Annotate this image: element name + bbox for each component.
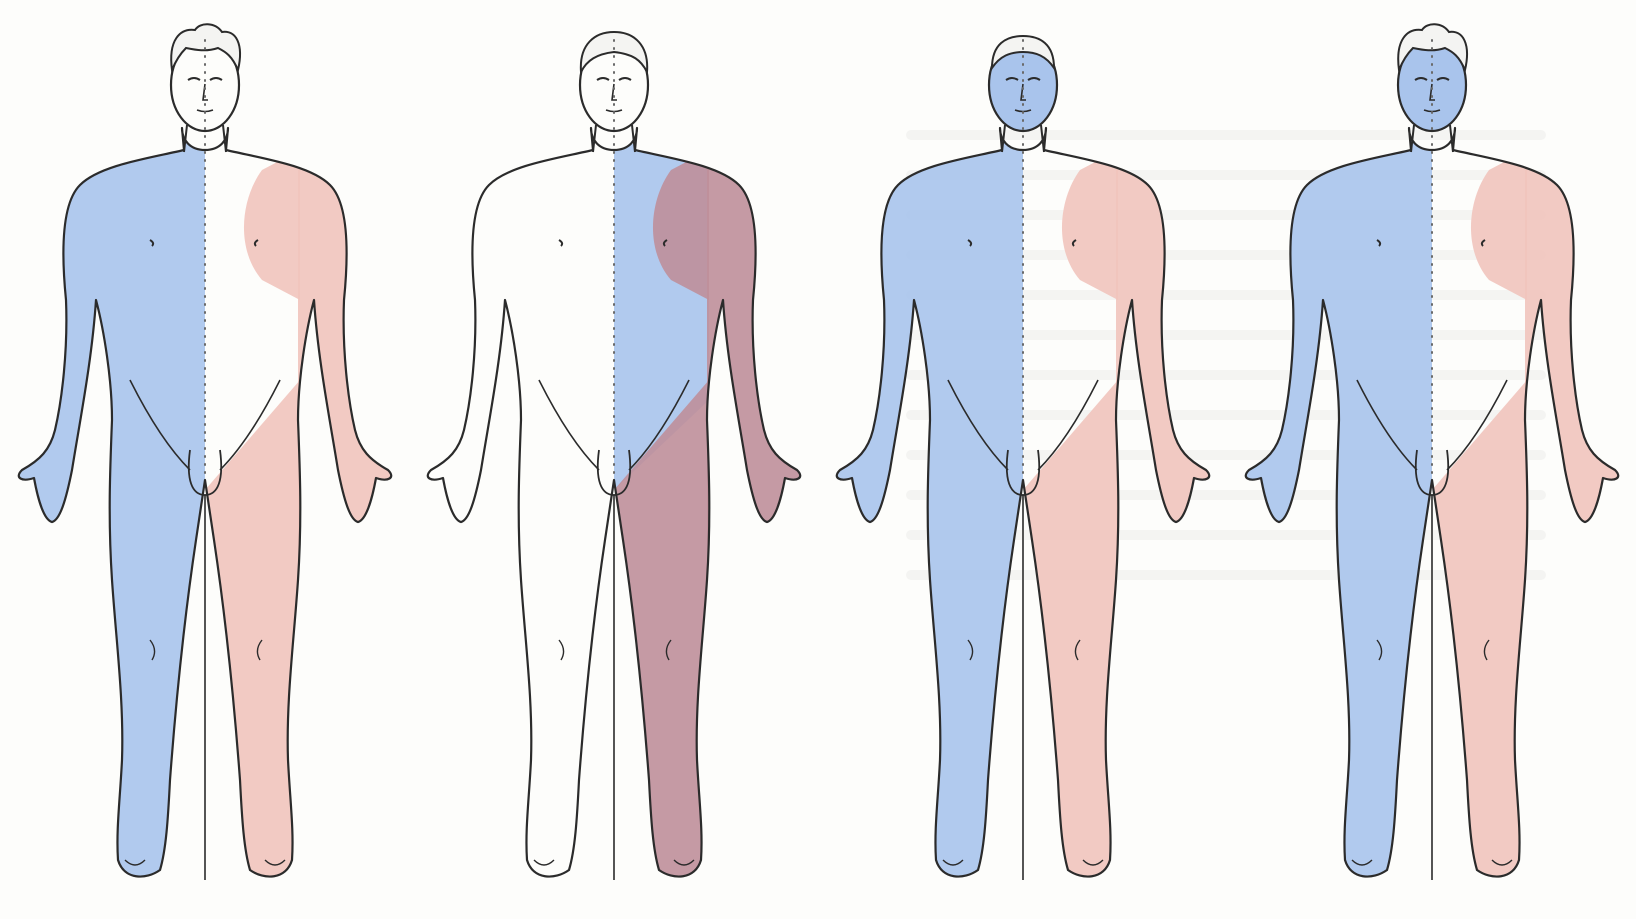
figure-3-left-zone <box>818 140 1023 900</box>
figure-3-right-shoulder-zone <box>1062 150 1118 300</box>
figure-4-right-shoulder-zone <box>1471 150 1527 300</box>
figure-2-right-arm-zone <box>707 150 818 550</box>
figure-2-drawing <box>428 32 818 900</box>
figure-4-right-arm-zone <box>1525 150 1636 550</box>
figure-4-drawing <box>1227 24 1636 900</box>
figure-4-left-zone <box>1227 140 1432 900</box>
figure-1-right-arm-zone <box>298 150 409 550</box>
figure-4 <box>1227 0 1636 919</box>
figure-1-left-zone <box>0 140 205 900</box>
figure-3 <box>818 0 1227 919</box>
figure-2-zones <box>614 140 818 900</box>
figure-3-right-leg-zone <box>1023 380 1118 900</box>
figure-1 <box>0 0 409 919</box>
figure-3-drawing <box>818 36 1227 900</box>
figure-1-right-shoulder-zone <box>244 150 300 300</box>
figure-1-drawing <box>0 24 409 900</box>
figure-2 <box>409 0 818 919</box>
figure-4-right-leg-zone <box>1432 380 1527 900</box>
figure-1-right-leg-zone <box>205 380 300 900</box>
figure-3-right-arm-zone <box>1116 150 1227 550</box>
